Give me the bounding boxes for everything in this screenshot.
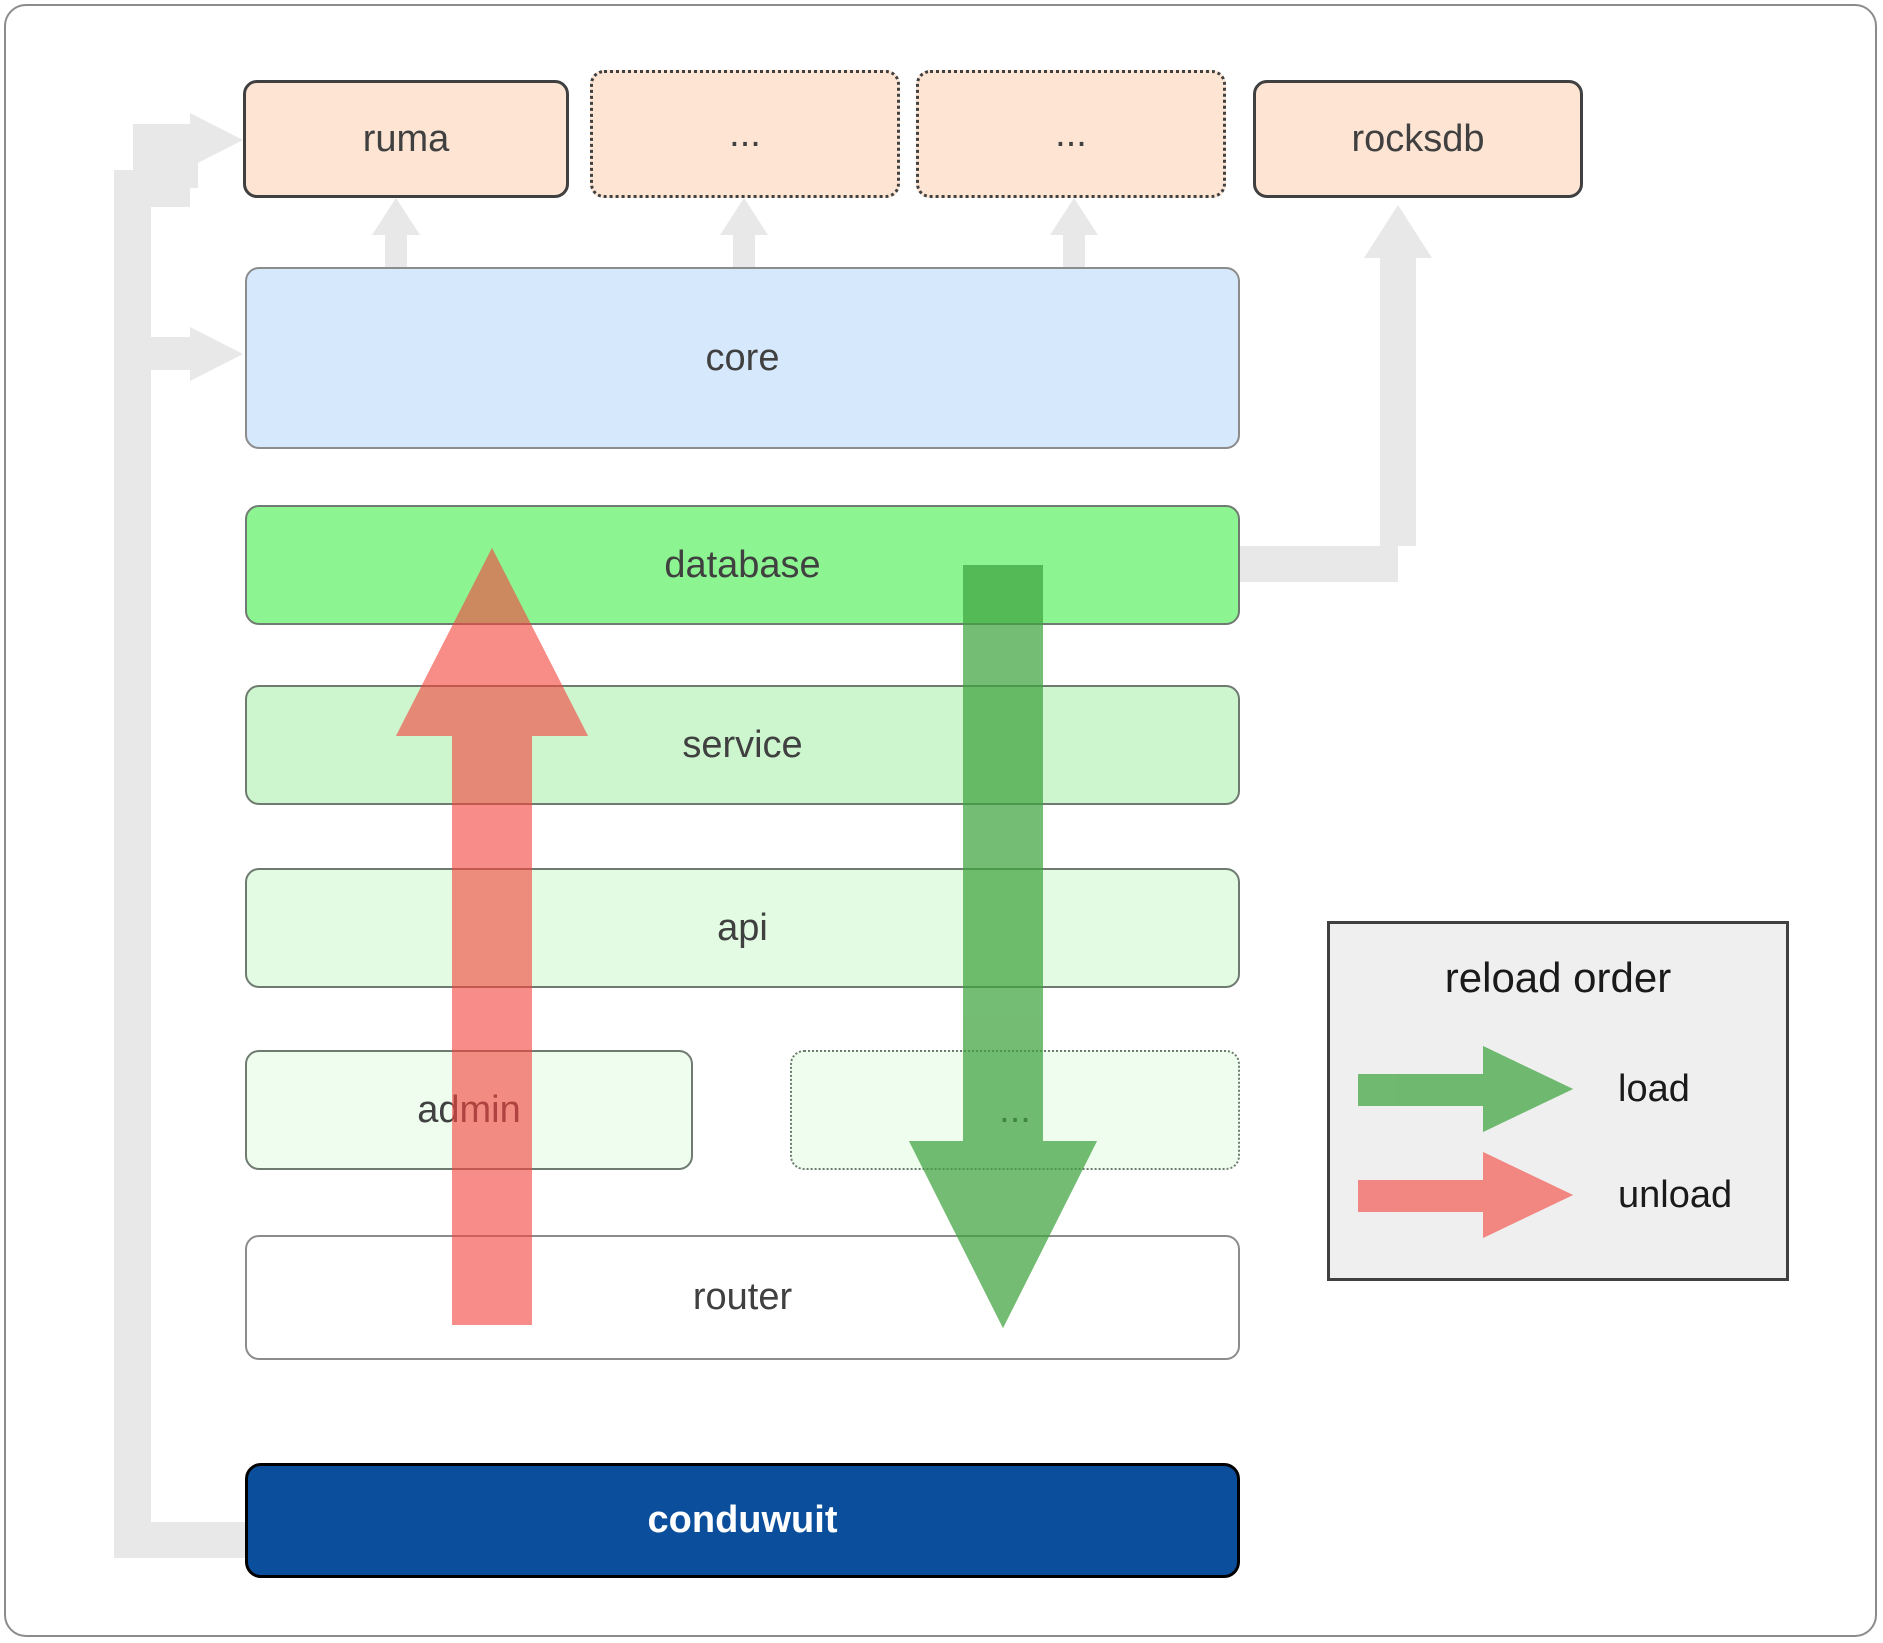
- node-api-label: api: [717, 906, 768, 949]
- node-rocksdb[interactable]: rocksdb: [1253, 80, 1583, 198]
- legend-item-load-label: load: [1618, 1067, 1690, 1110]
- node-dep-placeholder-1-label: ...: [729, 112, 761, 155]
- node-service[interactable]: service: [245, 685, 1240, 805]
- node-conduwuit[interactable]: conduwuit: [245, 1463, 1240, 1578]
- node-core-label: core: [705, 336, 780, 379]
- node-ruma[interactable]: ruma: [243, 80, 569, 198]
- node-dep-placeholder-2-label: ...: [1055, 112, 1087, 155]
- node-dep-placeholder-2[interactable]: ...: [916, 70, 1226, 198]
- node-dep-placeholder-1[interactable]: ...: [590, 70, 900, 198]
- node-ruma-label: ruma: [362, 117, 450, 160]
- node-admin[interactable]: admin: [245, 1050, 693, 1170]
- node-admin-label: admin: [417, 1088, 521, 1131]
- node-layer-placeholder-label: ...: [999, 1088, 1031, 1131]
- legend-item-unload-label: unload: [1618, 1173, 1733, 1216]
- legend-item-unload: unload: [1358, 1152, 1764, 1238]
- node-core[interactable]: core: [245, 267, 1240, 449]
- diagram-frame: [4, 4, 1877, 1637]
- unload-arrow-icon: [1358, 1152, 1573, 1238]
- node-router[interactable]: router: [245, 1235, 1240, 1360]
- node-service-label: service: [682, 723, 803, 766]
- legend-item-load: load: [1358, 1046, 1764, 1132]
- node-api[interactable]: api: [245, 868, 1240, 988]
- node-database[interactable]: database: [245, 505, 1240, 625]
- node-router-label: router: [692, 1276, 793, 1318]
- node-database-label: database: [664, 543, 821, 586]
- load-arrow-icon: [1358, 1046, 1573, 1132]
- node-conduwuit-label: conduwuit: [647, 1499, 838, 1541]
- node-layer-placeholder[interactable]: ...: [790, 1050, 1240, 1170]
- legend-title: reload order: [1444, 954, 1672, 1001]
- node-rocksdb-label: rocksdb: [1351, 117, 1485, 160]
- legend-panel: reload order load unload: [1327, 921, 1789, 1281]
